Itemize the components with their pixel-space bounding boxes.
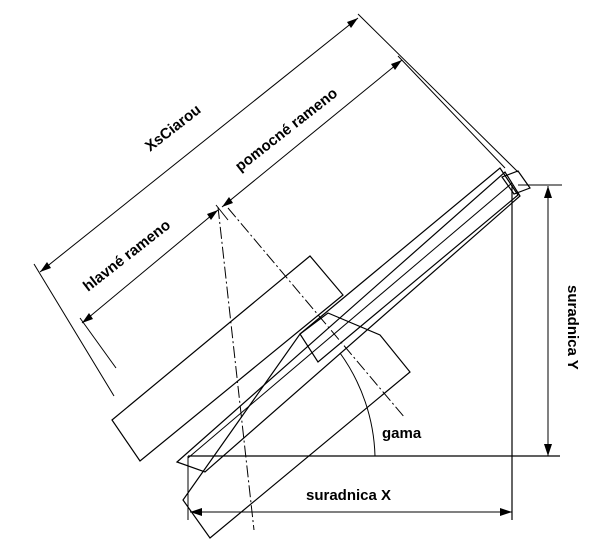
gama-arc bbox=[339, 352, 376, 457]
ext-hl-left bbox=[79, 317, 117, 369]
label-suradnica-y: suradnica Y bbox=[564, 285, 581, 370]
dim-y-arrow-bottom bbox=[544, 444, 552, 456]
dim-xsciarou-line bbox=[39, 17, 359, 273]
middle-slider bbox=[299, 167, 519, 363]
main-boom-bar bbox=[175, 171, 521, 473]
upper-crosspiece bbox=[111, 255, 344, 462]
boom-inner-line bbox=[187, 182, 513, 459]
lower-crosspiece bbox=[182, 312, 411, 539]
label-xsciarou: XsCiarou bbox=[142, 101, 204, 155]
ext-mid bbox=[215, 204, 229, 221]
dim-xsciarou-arrow-left bbox=[40, 262, 51, 272]
dim-x-arrow-right bbox=[500, 508, 512, 516]
ext-xs-left bbox=[33, 263, 115, 397]
dim-pomocne-arrow-right bbox=[391, 60, 402, 70]
dim-pomocne-line bbox=[221, 59, 403, 208]
label-gama: gama bbox=[382, 425, 422, 442]
boom-centerline bbox=[217, 206, 255, 531]
label-suradnica-x: suradnica X bbox=[306, 487, 391, 504]
dim-pomocne-arrow-left bbox=[222, 197, 233, 207]
dim-hlavne-arrow-left bbox=[82, 313, 93, 323]
dim-xsciarou-arrow-right bbox=[347, 18, 358, 28]
ext-pom-top bbox=[397, 55, 506, 169]
diagonal-centerline bbox=[227, 207, 406, 419]
boom-tip-block bbox=[501, 170, 531, 195]
dim-hlavne-line bbox=[81, 209, 219, 324]
dim-hlavne-arrow-right bbox=[207, 210, 218, 220]
dim-y-arrow-top bbox=[544, 186, 552, 198]
label-pomocne-rameno: pomocné rameno bbox=[232, 85, 341, 175]
ext-xs-top bbox=[357, 13, 519, 173]
dim-x-arrow-left bbox=[190, 508, 202, 516]
